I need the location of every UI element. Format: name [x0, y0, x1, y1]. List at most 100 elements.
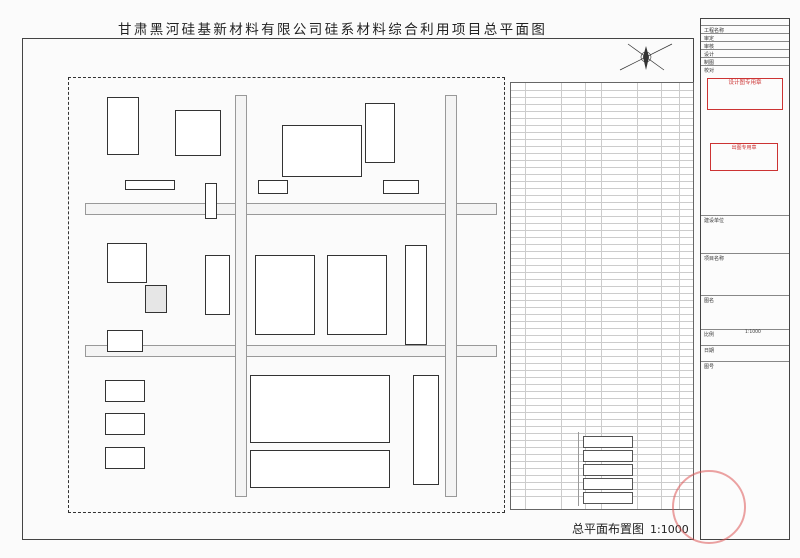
building-small-1: [258, 180, 288, 194]
title-block-row: 审定: [701, 33, 789, 42]
title-block-label: 工程名称: [704, 28, 725, 34]
table-row-divider: [511, 195, 693, 196]
title-block-label: 审定: [704, 36, 715, 42]
building-workshop-a: [175, 110, 221, 156]
title-block-label: 图名: [704, 298, 715, 304]
title-block-row: 校对: [701, 65, 789, 74]
table-row-divider: [511, 349, 693, 350]
north-arrow-icon: [619, 43, 673, 71]
legend-swatch: [583, 436, 633, 448]
table-row-divider: [511, 174, 693, 175]
title-block-label: 图号: [704, 364, 715, 370]
title-block-label: 建设单位: [704, 218, 725, 224]
site-plan: [65, 75, 510, 515]
table-row-divider: [511, 160, 693, 161]
plan-caption-title: 总平面布置图: [572, 522, 645, 536]
building-process-c: [405, 245, 427, 345]
legend-swatch: [583, 478, 633, 490]
table-row-divider: [511, 237, 693, 238]
table-row-divider: [511, 202, 693, 203]
title-block-label: 日期: [704, 348, 715, 354]
table-row-divider: [511, 377, 693, 378]
title-block-row: 制图: [701, 57, 789, 66]
table-row-divider: [511, 125, 693, 126]
table-row-divider: [511, 251, 693, 252]
building-process-b: [327, 255, 387, 335]
title-block-row: 设计: [701, 49, 789, 58]
building-process-a: [255, 255, 315, 335]
table-row-divider: [511, 307, 693, 308]
table-column-divider: [585, 83, 586, 509]
building-large-hall-1: [250, 375, 390, 443]
road-horizontal-2: [85, 345, 497, 357]
table-row-divider: [511, 426, 693, 427]
table-row-divider: [511, 223, 693, 224]
drawing-title: 甘肃黑河硅基新材料有限公司硅系材料综合利用项目总平面图: [118, 22, 548, 38]
building-mid-west-3: [107, 330, 143, 352]
table-row-divider: [511, 146, 693, 147]
title-block-label: 比例: [704, 332, 715, 338]
table-row-divider: [511, 188, 693, 189]
design-stamp: 设计图专用章: [707, 78, 783, 110]
table-column-divider: [561, 83, 562, 509]
table-row-divider: [511, 300, 693, 301]
table-column-divider: [637, 83, 638, 509]
table-row-divider: [511, 258, 693, 259]
table-row-divider: [511, 265, 693, 266]
building-south-3: [105, 447, 145, 469]
title-block-label: 制图: [704, 60, 715, 66]
legend-swatch: [583, 450, 633, 462]
table-row-divider: [511, 279, 693, 280]
company-seal-icon: [672, 470, 746, 544]
table-row-divider: [511, 384, 693, 385]
table-row-divider: [511, 230, 693, 231]
table-column-divider: [661, 83, 662, 509]
table-row-divider: [511, 181, 693, 182]
building-warehouse-a: [107, 97, 139, 155]
table-row-divider: [511, 433, 693, 434]
title-block-row: 工程名称: [701, 25, 789, 34]
building-south-1: [105, 380, 145, 402]
building-south-2: [105, 413, 145, 435]
table-row-divider: [511, 342, 693, 343]
table-row-divider: [511, 419, 693, 420]
table-row-divider: [511, 139, 693, 140]
title-block-row: 比例: [701, 329, 789, 338]
table-row-divider: [511, 370, 693, 371]
building-large-hall-2: [250, 450, 390, 488]
site-boundary: [68, 77, 505, 513]
title-block-label: 项目名称: [704, 256, 725, 262]
building-storage-b: [365, 103, 395, 163]
title-block-row: 审核: [701, 41, 789, 50]
table-row-divider: [511, 90, 693, 91]
table-column-divider: [525, 83, 526, 509]
road-vertical-1: [235, 95, 247, 497]
table-row-divider: [511, 293, 693, 294]
title-block-row: 建设单位: [701, 215, 789, 224]
stamp-line: 设计图专用章: [728, 80, 762, 86]
table-row-divider: [511, 321, 693, 322]
road-horizontal-1: [85, 203, 497, 215]
table-row-divider: [511, 391, 693, 392]
table-row-divider: [511, 132, 693, 133]
title-block-row: 项目名称: [701, 253, 789, 262]
building-small-2: [383, 180, 419, 194]
road-vertical-2: [445, 95, 457, 497]
table-row-divider: [511, 118, 693, 119]
table-row-divider: [511, 97, 693, 98]
table-column-divider: [679, 83, 680, 509]
table-row-divider: [511, 398, 693, 399]
table-row-divider: [511, 363, 693, 364]
title-block-label: 审核: [704, 44, 715, 50]
title-block-row: 图名: [701, 295, 789, 304]
building-strip-2: [205, 183, 217, 219]
table-row-divider: [511, 286, 693, 287]
building-process-d: [205, 255, 230, 315]
title-block: 工程名称 审定 审核 设计 制图 校对 建设单位 项目名称 图名 比例 日期 图…: [700, 18, 790, 540]
table-row-divider: [511, 356, 693, 357]
table-row-divider: [511, 104, 693, 105]
legend-swatch: [583, 492, 633, 504]
table-row-divider: [511, 244, 693, 245]
title-block-scale-value: 1:1000: [745, 330, 761, 335]
